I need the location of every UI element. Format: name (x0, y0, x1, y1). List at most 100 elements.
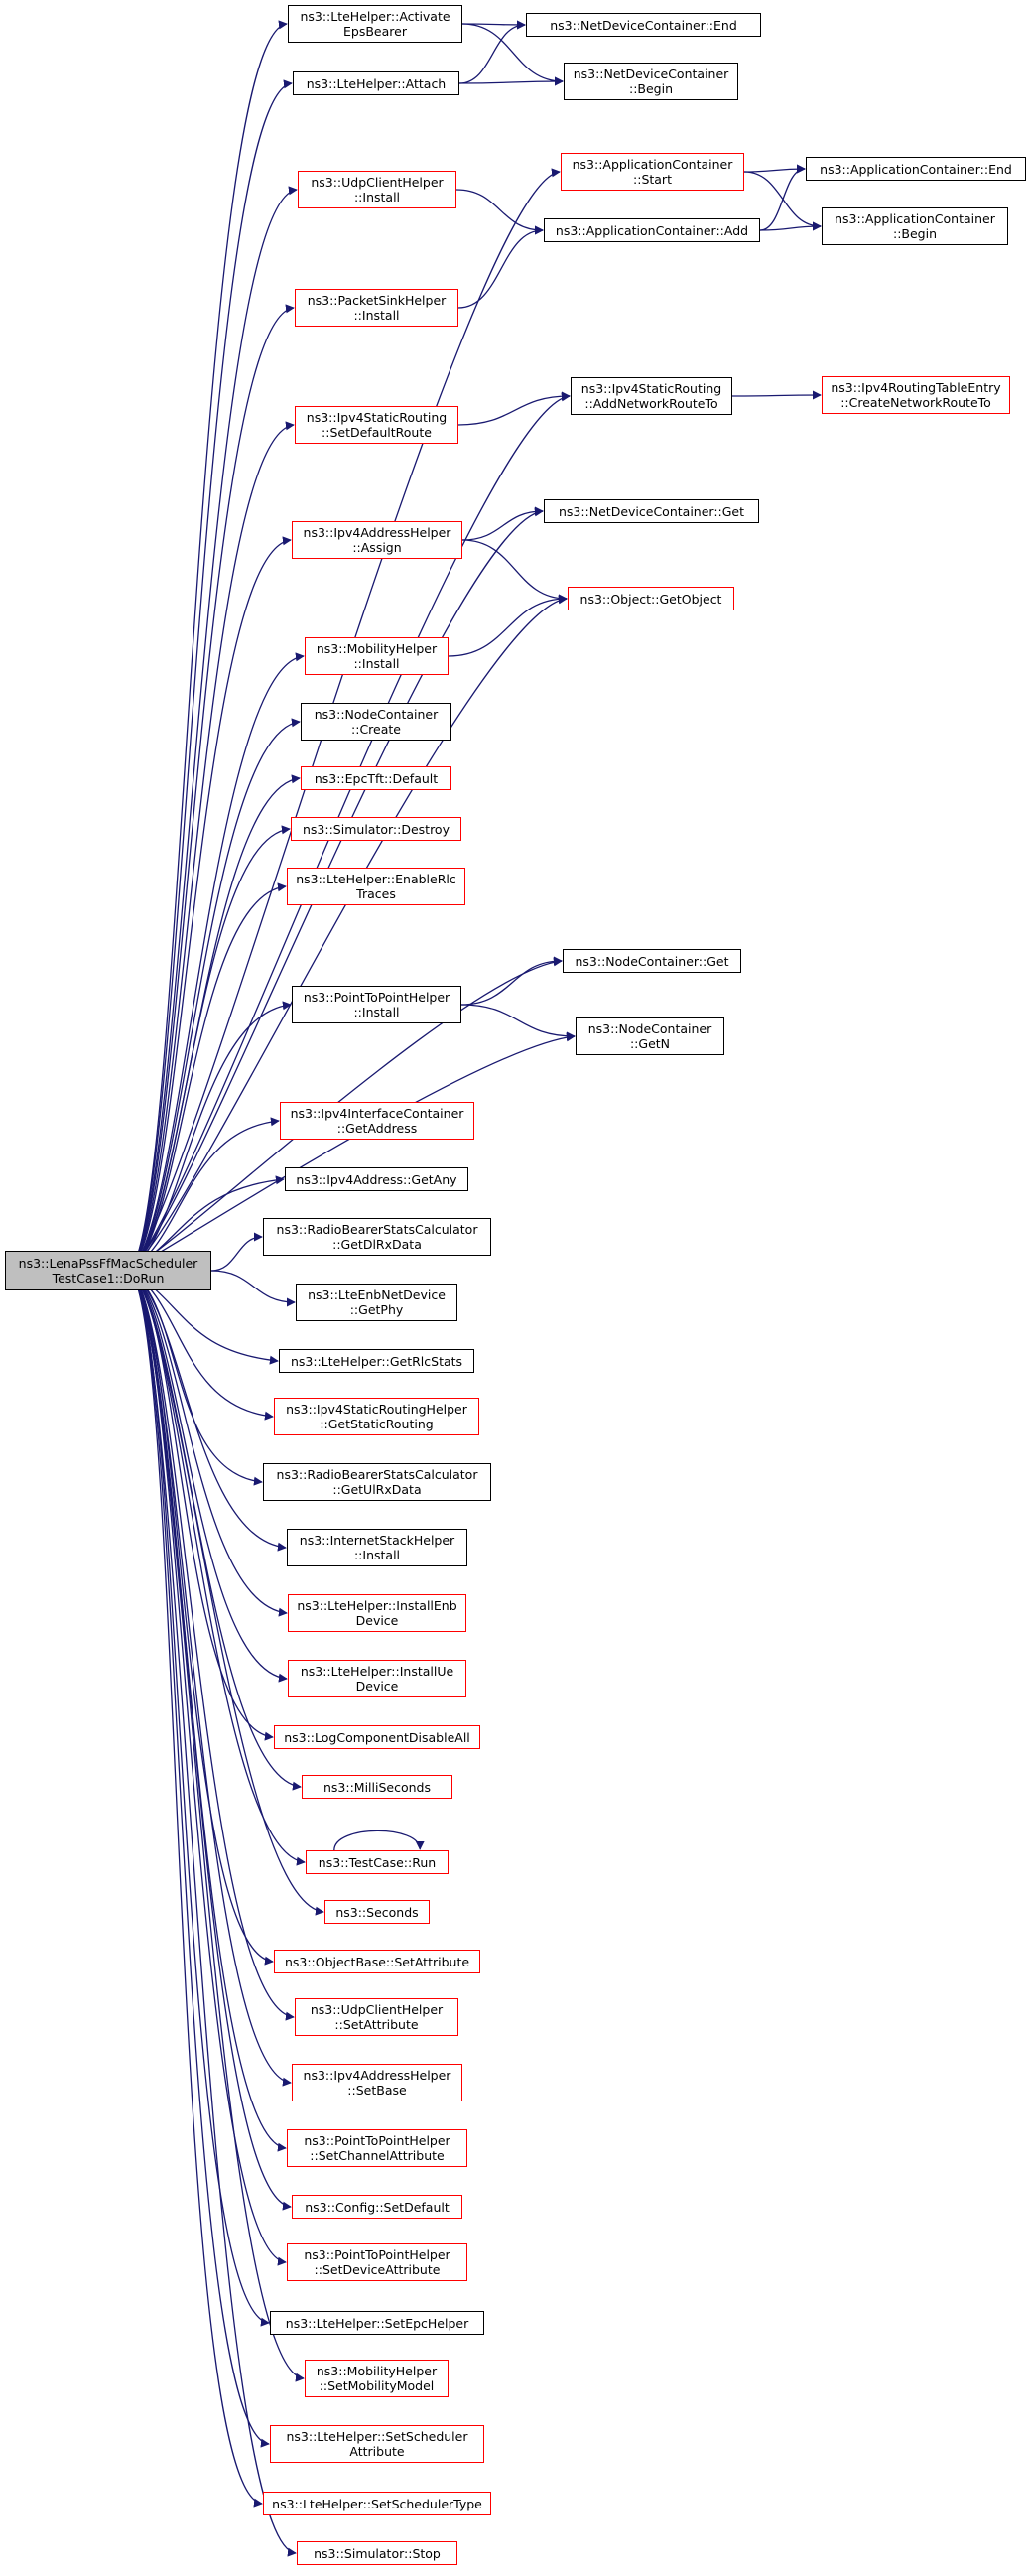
function-node[interactable]: ns3::NodeContainer::Create (301, 703, 451, 741)
function-node[interactable]: ns3::ApplicationContainer::Start (561, 153, 744, 191)
function-node[interactable]: ns3::Simulator::Destroy (291, 817, 461, 841)
function-node[interactable]: ns3::Ipv4RoutingTableEntry::CreateNetwor… (822, 376, 1010, 414)
function-node[interactable]: ns3::NodeContainer::Get (563, 949, 741, 973)
function-label: ::Install (353, 1548, 401, 1562)
function-label: ::Assign (352, 540, 402, 555)
function-node[interactable]: ns3::Object::GetObject (568, 587, 734, 610)
function-node[interactable]: ns3::LteHelper::Attach (293, 71, 459, 95)
function-node[interactable]: ns3::Ipv4AddressHelper::SetBase (292, 2064, 462, 2101)
function-node[interactable]: ns3::Ipv4StaticRoutingHelper::GetStaticR… (274, 1398, 479, 1435)
function-node[interactable]: ns3::ObjectBase::SetAttribute (274, 1950, 480, 1973)
function-node[interactable]: ns3::Seconds (324, 1900, 430, 1924)
function-label: ns3::Ipv4RoutingTableEntry (831, 380, 1001, 395)
function-node[interactable]: ns3::EpcTft::Default (301, 766, 451, 790)
function-label: ::SetBase (347, 2083, 407, 2098)
call-edge (128, 652, 305, 1272)
function-node[interactable]: ns3::LteHelper::SetEpcHelper (270, 2311, 484, 2335)
call-edge (128, 536, 292, 1272)
function-label: ns3::ApplicationContainer (572, 157, 733, 172)
function-label: ::SetDeviceAttribute (314, 2262, 441, 2277)
function-label: ns3::NodeContainer::Get (575, 953, 729, 969)
function-label: ::Begin (628, 81, 674, 96)
function-node[interactable]: ns3::LogComponentDisableAll (274, 1725, 480, 1749)
call-edge (128, 825, 291, 1272)
function-node[interactable]: ns3::UdpClientHelper::SetAttribute (295, 1998, 458, 2036)
function-node[interactable]: ns3::PointToPointHelper::SetChannelAttri… (287, 2129, 467, 2167)
function-label: ::SetAttribute (334, 2017, 419, 2032)
function-node[interactable]: ns3::PacketSinkHelper::Install (295, 289, 458, 327)
function-node[interactable]: ns3::NodeContainer::GetN (576, 1017, 724, 1055)
function-node[interactable]: ns3::PointToPointHelper::SetDeviceAttrib… (287, 2243, 467, 2281)
function-node[interactable]: ns3::Ipv4StaticRouting::AddNetworkRouteT… (571, 377, 732, 415)
function-label: ::Create (351, 722, 401, 737)
function-node[interactable]: ns3::MobilityHelper::SetMobilityModel (305, 2360, 449, 2397)
function-node[interactable]: ns3::ApplicationContainer::Begin (822, 207, 1008, 245)
function-node[interactable]: ns3::MilliSeconds (302, 1775, 452, 1799)
function-node[interactable]: ns3::InternetStackHelper::Install (287, 1529, 467, 1566)
function-label: Attribute (349, 2444, 405, 2459)
function-label: ns3::LteHelper::Attach (306, 75, 447, 91)
call-edge (455, 189, 544, 235)
call-edge (448, 594, 568, 657)
function-label: ns3::TestCase::Run (318, 1854, 437, 1870)
call-edge (128, 1001, 292, 1272)
call-edge (457, 391, 571, 426)
function-node[interactable]: ns3::LteHelper::GetRlcStats (279, 1349, 474, 1373)
function-label: ::Install (353, 308, 400, 323)
function-label: ns3::RadioBearerStatsCalculator (276, 1222, 478, 1237)
function-node[interactable]: ns3::Simulator::Stop (297, 2541, 457, 2565)
function-node[interactable]: ns3::MobilityHelper::Install (305, 637, 449, 675)
call-edge (210, 1270, 296, 1307)
function-label: ns3::Ipv4StaticRouting (306, 410, 448, 425)
function-label: ns3::Simulator::Stop (314, 2545, 441, 2561)
function-label: ns3::NetDeviceContainer (573, 67, 729, 81)
function-label: ns3::LteHelper::EnableRlc (296, 872, 456, 886)
function-label: ns3::Ipv4AddressHelper (303, 525, 451, 540)
function-node[interactable]: ns3::RadioBearerStatsCalculator::GetUlRx… (263, 1463, 491, 1501)
function-node[interactable]: ns3::PointToPointHelper::Install (292, 986, 461, 1023)
function-label: ::GetN (629, 1036, 671, 1051)
function-label: ns3::ApplicationContainer::Add (555, 222, 749, 238)
function-label: ns3::LogComponentDisableAll (284, 1729, 470, 1745)
function-node[interactable]: ns3::LteEnbNetDevice::GetPhy (296, 1284, 457, 1321)
function-label: ns3::LenaPssFfMacScheduler (18, 1256, 198, 1271)
function-node[interactable]: ns3::LteHelper::SetSchedulerType (263, 2492, 491, 2515)
call-edge (128, 718, 301, 1272)
call-edge (458, 76, 564, 86)
function-node[interactable]: ns3::UdpClientHelper::Install (298, 171, 456, 208)
function-label: ::GetUlRxData (332, 1482, 422, 1497)
function-node[interactable]: ns3::Ipv4Address::GetAny (285, 1167, 468, 1191)
function-label: ::Install (353, 656, 400, 671)
function-label: ns3::LteHelper::SetEpcHelper (285, 2315, 469, 2331)
function-node[interactable]: ns3::Ipv4StaticRouting::SetDefaultRoute (295, 406, 458, 444)
function-node[interactable]: ns3::ApplicationContainer::Add (544, 218, 760, 242)
function-label: Device (355, 1613, 399, 1628)
call-edge (128, 304, 295, 1272)
function-node[interactable]: ns3::TestCase::Run (306, 1850, 449, 1874)
function-node[interactable]: ns3::NetDeviceContainer::End (526, 13, 761, 37)
function-node[interactable]: ns3::Config::SetDefault (292, 2195, 462, 2219)
function-label: ::Install (353, 190, 401, 204)
function-label: ::GetDlRxData (332, 1237, 422, 1252)
function-node[interactable]: ns3::RadioBearerStatsCalculator::GetDlRx… (263, 1218, 491, 1256)
function-node[interactable]: ns3::NetDeviceContainer::Begin (564, 63, 738, 100)
call-edge (460, 1004, 576, 1041)
function-node[interactable]: ns3::NetDeviceContainer::Get (544, 499, 759, 523)
function-label: ns3::UdpClientHelper (310, 2002, 444, 2017)
function-label: ns3::NetDeviceContainer::End (550, 17, 737, 33)
call-edge (460, 956, 563, 1006)
function-node[interactable]: ns3::Ipv4AddressHelper::Assign (292, 521, 462, 559)
function-node[interactable]: ns3::ApplicationContainer::End (806, 157, 1026, 181)
function-node[interactable]: ns3::Ipv4InterfaceContainer::GetAddress (280, 1102, 474, 1140)
function-label: ::GetAddress (336, 1121, 418, 1136)
function-label: ns3::LteHelper::InstallEnb (297, 1598, 457, 1613)
function-label: ns3::LteHelper::InstallUe (300, 1664, 454, 1679)
function-label: ns3::NodeContainer (314, 707, 439, 722)
